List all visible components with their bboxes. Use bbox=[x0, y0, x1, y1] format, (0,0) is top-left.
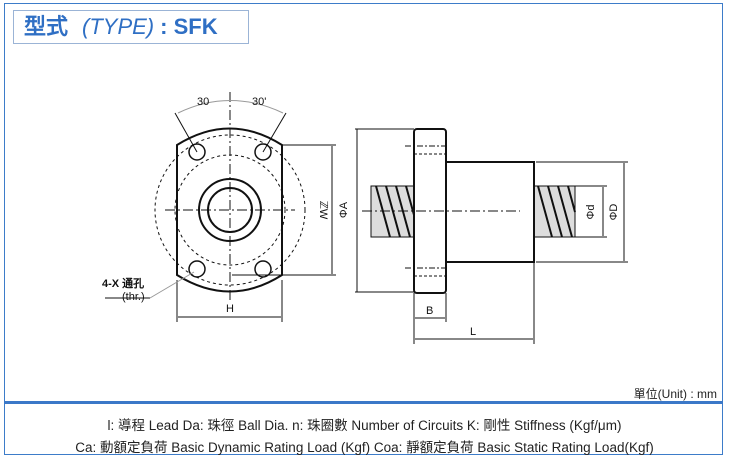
hole-icon bbox=[188, 143, 206, 161]
dim-L-label: L bbox=[470, 326, 476, 338]
hole-label-en: (thr.) bbox=[122, 291, 145, 303]
mounting-holes bbox=[188, 143, 272, 278]
angle-leader bbox=[262, 112, 287, 153]
angle-arc bbox=[177, 100, 284, 114]
screw-right bbox=[533, 185, 576, 238]
hole-icon bbox=[254, 143, 272, 161]
pcd-circle bbox=[154, 134, 306, 286]
unit-label: 單位(Unit) : mm bbox=[633, 387, 717, 401]
hole-icon bbox=[188, 260, 206, 278]
hole-icon bbox=[254, 260, 272, 278]
front-view: 30 30' H ℤW 4-X 通孔 (thr.) bbox=[102, 92, 336, 322]
nut-body bbox=[445, 161, 535, 263]
angle-right-label: 30' bbox=[252, 96, 266, 108]
side-view: ΦA Φd ΦD B bbox=[338, 128, 628, 344]
dim-d-label: Φd bbox=[585, 205, 597, 220]
legend-line-2: Ca: 動額定負荷 Basic Dynamic Rating Load (Kgf… bbox=[75, 440, 654, 455]
section-divider bbox=[4, 401, 723, 404]
dim-B-label: B bbox=[426, 305, 433, 317]
title-model: SFK bbox=[173, 14, 218, 39]
hole-label: 4-X 通孔 bbox=[102, 277, 144, 290]
dim-H-label: H bbox=[226, 303, 234, 315]
outer-border bbox=[4, 3, 723, 455]
dim-W-label: ℤW bbox=[317, 201, 329, 220]
title-prefix: 型式 bbox=[24, 14, 69, 39]
dim-D-label: ΦD bbox=[608, 204, 620, 221]
title-separator: : bbox=[160, 14, 168, 39]
legend-line-1: l: 導程 Lead Da: 珠徑 Ball Dia. n: 珠圈數 Numbe… bbox=[107, 418, 622, 433]
angle-left-label: 30 bbox=[197, 96, 209, 108]
title-type-label: (TYPE) bbox=[82, 14, 155, 39]
type-title: 型式 (TYPE): SFK bbox=[13, 10, 249, 44]
dim-A-label: ΦA bbox=[338, 201, 350, 218]
angle-leader bbox=[174, 112, 198, 153]
